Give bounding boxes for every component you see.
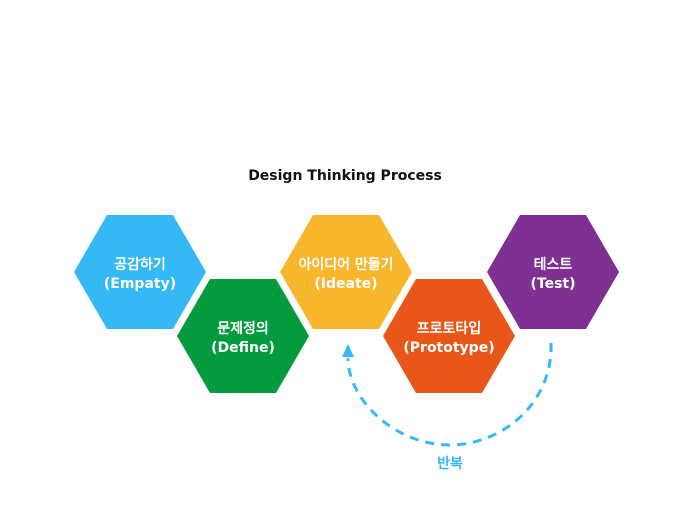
stage-test-label: 테스트 [534, 257, 573, 273]
loop-arrowhead-icon [342, 344, 354, 357]
stage-define-label: 문제정의 [217, 320, 269, 337]
stage-ideate-sublabel: (Ideate) [314, 276, 377, 292]
iteration-label: 반복 [437, 455, 463, 472]
hexagon-empathize [74, 215, 206, 329]
stage-test-sublabel: (Test) [530, 276, 575, 292]
stage-prototype-label: 프로토타입 [417, 321, 481, 337]
hexagon-prototype [383, 279, 515, 393]
hexagon-ideate [280, 215, 412, 329]
stage-empathize-sublabel: (Empaty) [104, 276, 176, 292]
diagram-title: Design Thinking Process [248, 168, 442, 184]
hexagon-define [177, 279, 309, 393]
stage-prototype-sublabel: (Prototype) [403, 340, 494, 356]
stage-ideate-label: 아이디어 만들기 [298, 256, 393, 273]
hexagon-test [487, 215, 619, 329]
stage-test: 테스트 (Test) [487, 215, 619, 329]
stage-define: 문제정의 (Define) [177, 279, 309, 393]
stage-empathize: 공감하기 (Empaty) [74, 215, 206, 329]
stage-define-sublabel: (Define) [211, 340, 275, 356]
stage-ideate: 아이디어 만들기 (Ideate) [280, 215, 412, 329]
iteration-loop-arrow [346, 342, 553, 447]
stage-empathize-label: 공감하기 [114, 256, 166, 273]
stage-prototype: 프로토타입 (Prototype) [383, 279, 515, 393]
